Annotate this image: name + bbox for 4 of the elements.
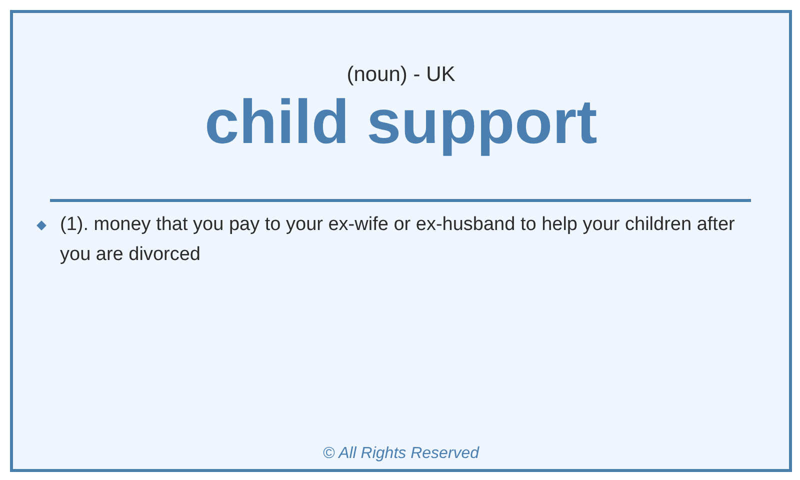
- copyright-notice: © All Rights Reserved: [322, 445, 480, 463]
- headword: child support: [204, 87, 598, 159]
- part-of-speech: (noun) - UK: [346, 63, 456, 87]
- definition: (1). money that you pay to your ex-wife or ex-husband to help your children after you are divorced: [60, 213, 736, 267]
